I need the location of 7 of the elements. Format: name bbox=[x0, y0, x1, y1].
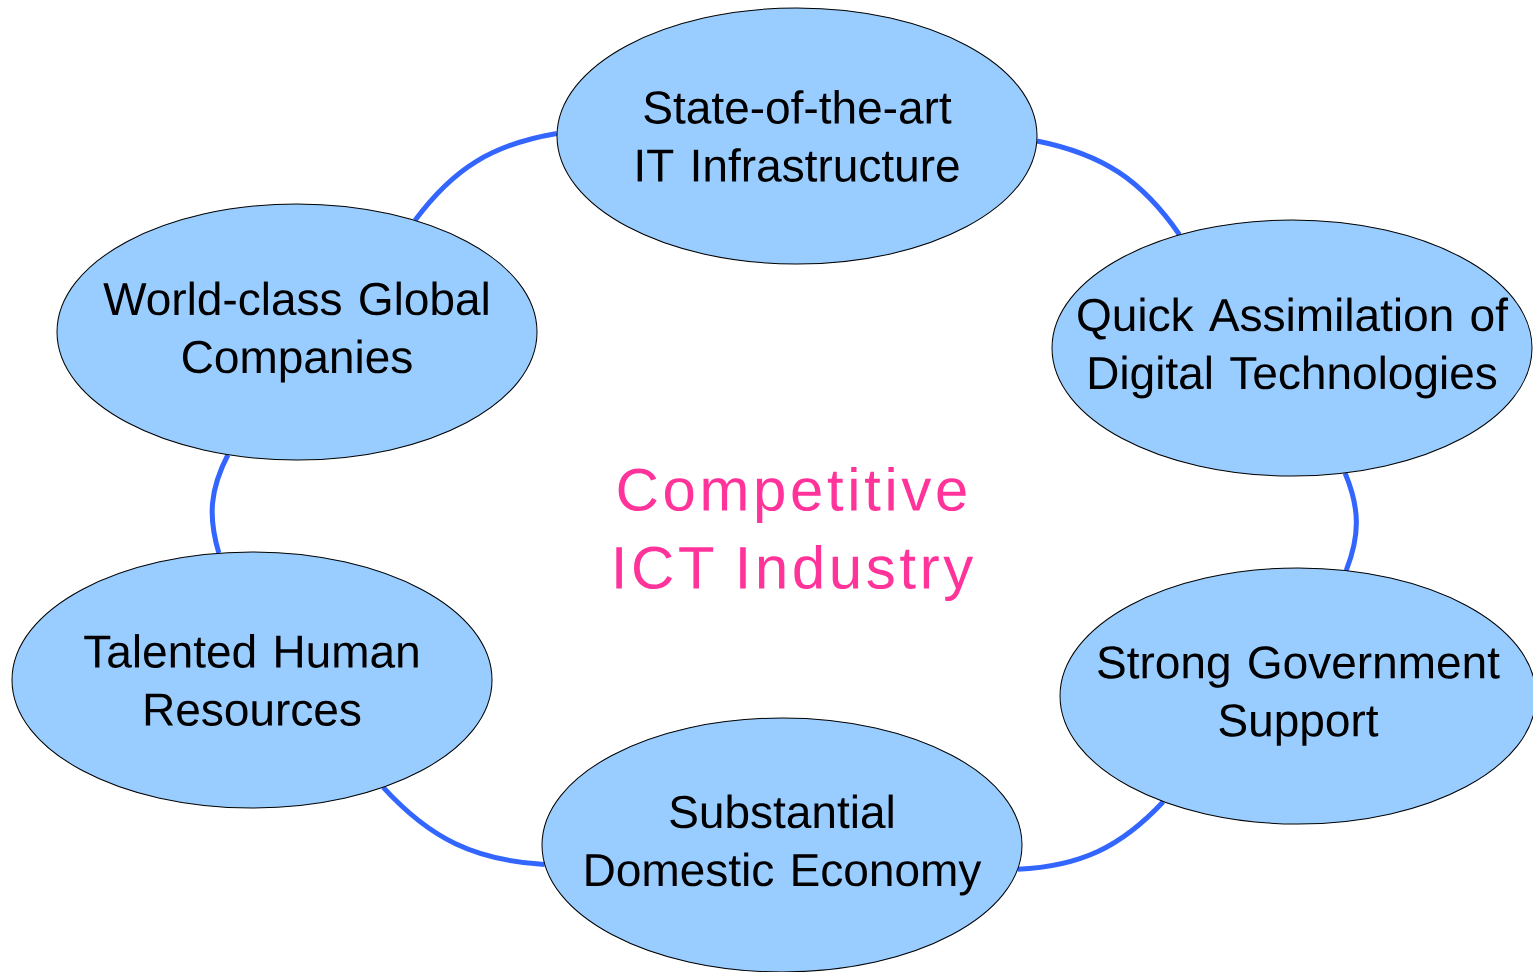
ring-arc bbox=[1342, 472, 1359, 572]
ring-arc bbox=[209, 453, 231, 554]
center-title: Competitive ICT Industry bbox=[616, 467, 974, 601]
ring-arc bbox=[381, 785, 545, 868]
ring-arc bbox=[413, 131, 558, 222]
ring-arc bbox=[1017, 799, 1166, 872]
ring-arc bbox=[1036, 138, 1182, 237]
